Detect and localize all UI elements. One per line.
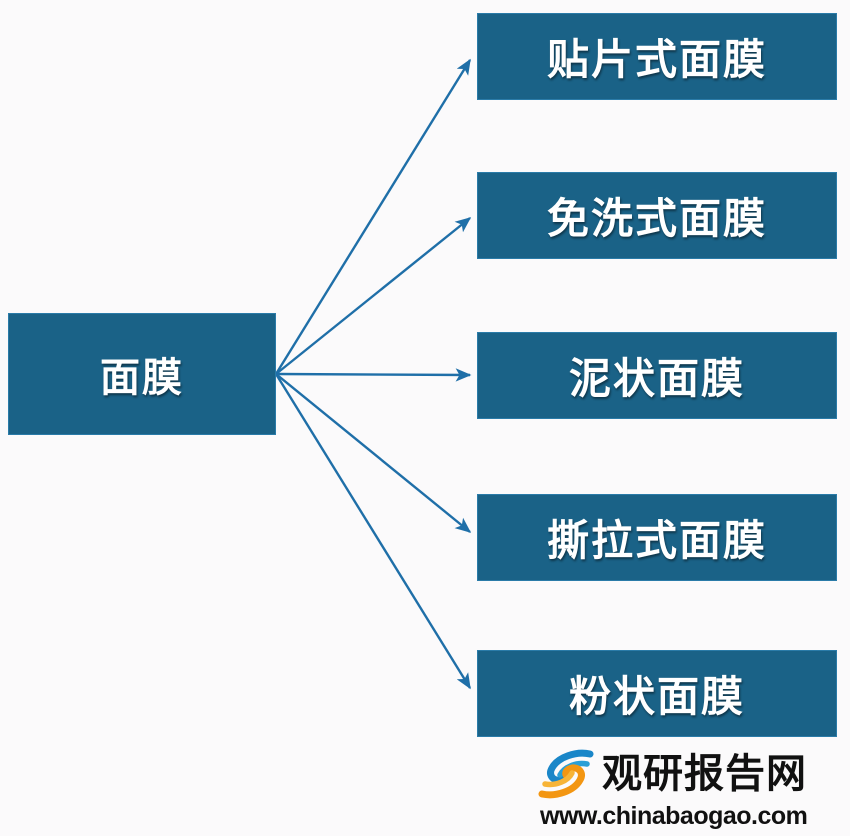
- connector-to-branch-2: [275, 217, 472, 375]
- branch-node-label: 粉状面膜: [568, 675, 745, 721]
- watermark-top-row: 观研报告网: [538, 748, 840, 800]
- branch-node-label: 免洗式面膜: [546, 197, 767, 243]
- watermark: 观研报告网 www.chinabaogao.com: [538, 748, 840, 830]
- connector-to-branch-1: [274, 58, 472, 375]
- root-node-label: 面膜: [100, 355, 184, 400]
- branch-node-label: 泥状面膜: [568, 357, 745, 403]
- root-node-face-mask[interactable]: 面膜: [8, 313, 276, 435]
- connector-to-branch-5: [274, 373, 472, 690]
- swirl-logo-icon: [538, 749, 594, 799]
- branch-node-sheet-mask[interactable]: 贴片式面膜: [477, 13, 837, 100]
- watermark-url: www.chinabaogao.com: [540, 802, 808, 830]
- branch-node-leave-on-mask[interactable]: 免洗式面膜: [477, 172, 837, 259]
- branch-node-label: 撕拉式面膜: [546, 519, 767, 565]
- branch-node-powder-mask[interactable]: 粉状面膜: [477, 650, 837, 737]
- branch-node-label: 贴片式面膜: [546, 38, 767, 84]
- branch-node-clay-mask[interactable]: 泥状面膜: [477, 332, 837, 419]
- connector-to-branch-3: [275, 368, 472, 382]
- branch-node-peel-off-mask[interactable]: 撕拉式面膜: [477, 494, 837, 581]
- watermark-brand: 观研报告网: [602, 752, 807, 796]
- connector-to-branch-4: [275, 373, 472, 533]
